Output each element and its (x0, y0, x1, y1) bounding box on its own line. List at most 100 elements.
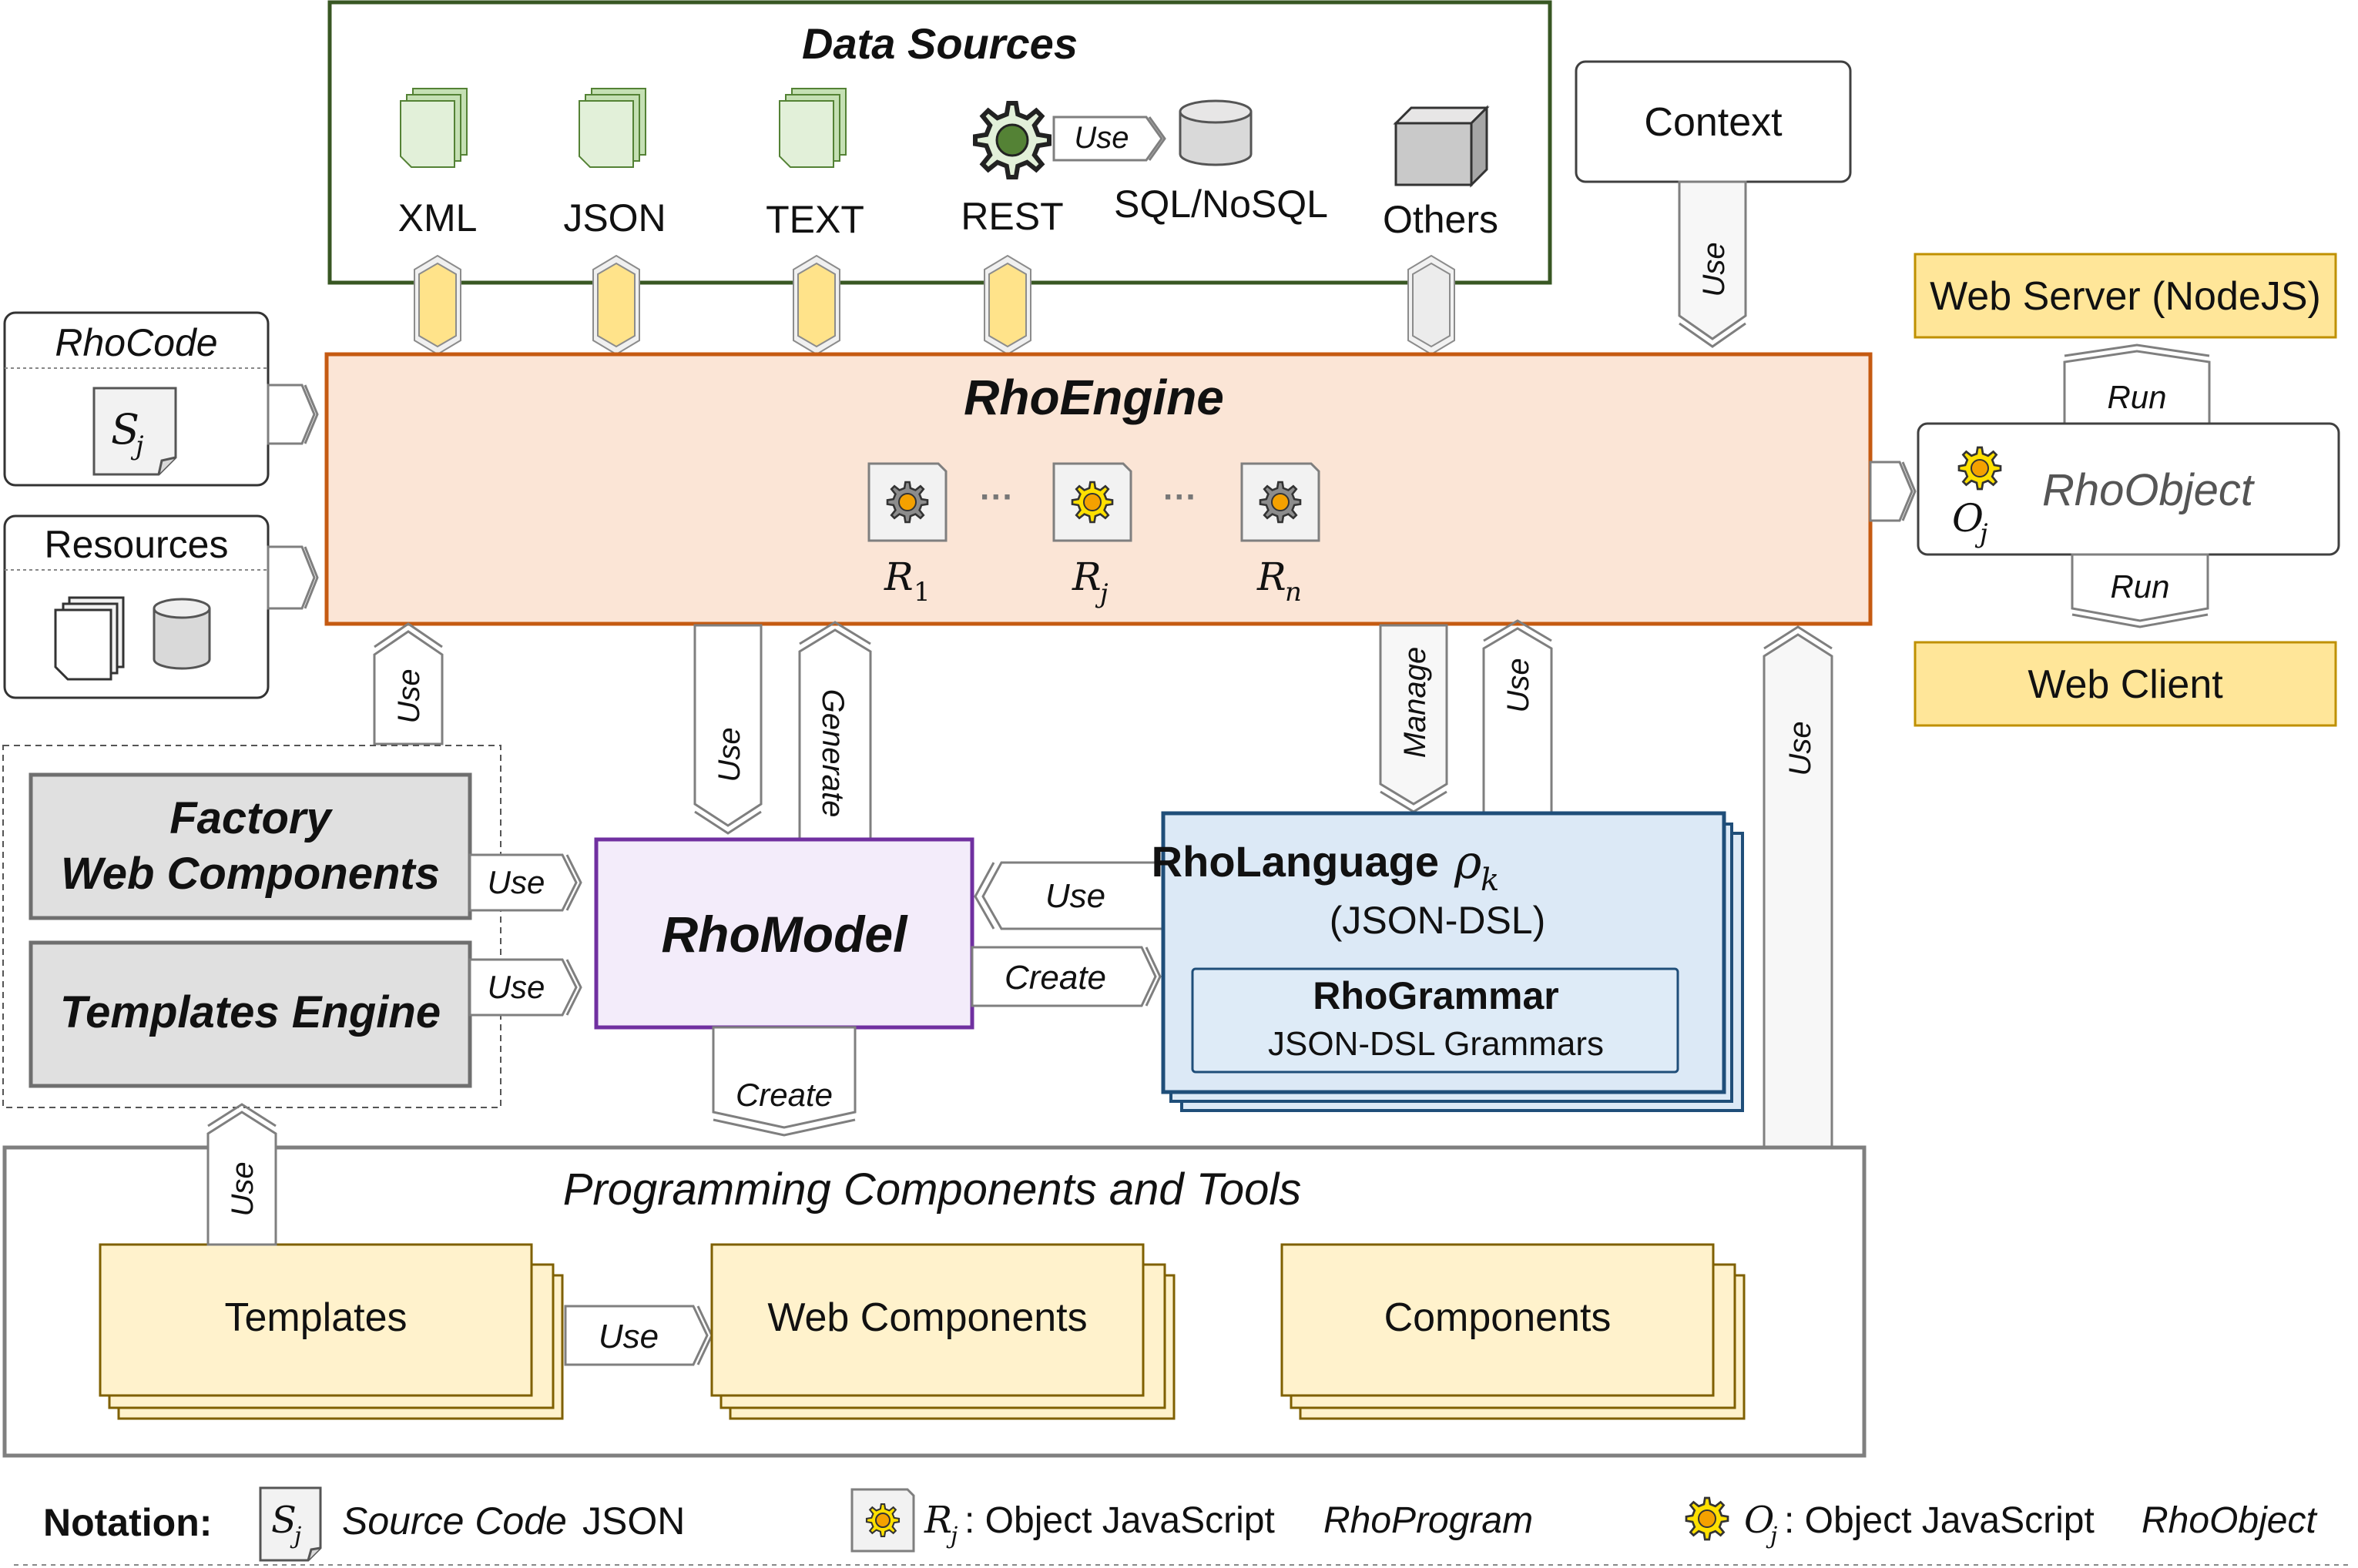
svg-text:Use: Use (1501, 658, 1535, 712)
templates-engine-box: Templates Engine (29, 940, 472, 1088)
rhomodel-box: RhoModel (594, 837, 974, 1030)
cube-icon (1393, 105, 1490, 188)
svg-text:Use: Use (1074, 121, 1129, 155)
svg-text:S: S (111, 405, 139, 454)
svg-text:O: O (1744, 1499, 1774, 1542)
label-rn: R n (1256, 554, 1302, 608)
svg-text:S: S (271, 1499, 297, 1542)
svg-text:Use: Use (1045, 877, 1105, 915)
svg-text:Use: Use (1783, 721, 1817, 776)
source-code-icon: S j (92, 387, 177, 476)
svg-text:RhoCode: RhoCode (55, 321, 217, 364)
ellipsis-2: ··· (1163, 478, 1197, 516)
svg-text:RhoProgram: RhoProgram (1323, 1500, 1533, 1541)
notation-rj-icon (850, 1488, 915, 1553)
connector-others (1407, 254, 1455, 356)
connector-xml (414, 255, 461, 355)
factory-group (2, 745, 501, 1108)
rhomodel-generate-arrow: Generate (798, 621, 872, 841)
source-xml: XML (398, 196, 478, 240)
rhocode-arrow (267, 384, 319, 445)
rhoengine-title: RhoEngine (964, 370, 1224, 425)
svg-text:Source Code: Source Code (342, 1499, 567, 1543)
database-icon (1179, 99, 1253, 166)
source-text: TEXT (766, 198, 864, 241)
rhomodel-title: RhoModel (662, 906, 909, 963)
programming-panel: Programming Components and Tools Templat… (2, 1145, 1867, 1458)
context-box: Context (1575, 60, 1852, 183)
svg-text:Factory: Factory (169, 793, 333, 843)
data-sources-title: Data Sources (802, 19, 1078, 68)
resources-box: Resources (3, 514, 270, 699)
programming-title: Programming Components and Tools (563, 1164, 1302, 1215)
rholanguage-title: RhoLanguage (1152, 837, 1439, 886)
web-server-box: Web Server (NodeJS) (1914, 253, 2337, 339)
tools-engine-use-arrow: Use (1763, 625, 1833, 1149)
svg-text:Use: Use (226, 1161, 260, 1216)
context-use-arrow: Use (1678, 180, 1747, 348)
manage-arrow: Manage (1379, 624, 1448, 813)
run-server-arrow: Run (2063, 343, 2211, 425)
program-r1-icon (867, 462, 948, 542)
web-components-stack: Web Components (710, 1243, 1176, 1420)
svg-text:O: O (1952, 496, 1984, 541)
connector-text (793, 255, 840, 355)
svg-text:Templates Engine: Templates Engine (60, 987, 441, 1037)
templates-engine-use-arrow: Use (468, 958, 582, 1017)
svg-text:ρ: ρ (1454, 836, 1481, 890)
svg-text:(JSON-DSL): (JSON-DSL) (1330, 899, 1546, 942)
factory-use-arrow: Use (468, 853, 582, 912)
svg-text:R: R (924, 1499, 952, 1542)
svg-text:Use: Use (713, 727, 746, 782)
storage-icon (153, 598, 211, 670)
source-sql: SQL/NoSQL (1114, 183, 1328, 226)
svg-text:Use: Use (599, 1318, 659, 1355)
svg-text:Create: Create (736, 1077, 833, 1113)
svg-text:Create: Create (1005, 959, 1106, 997)
web-client-box: Web Client (1914, 641, 2337, 727)
source-rest: REST (961, 195, 1063, 238)
factory-engine-use-arrow: Use (373, 622, 444, 745)
svg-text:Use: Use (488, 969, 545, 1005)
svg-text:Manage: Manage (1398, 647, 1432, 759)
rholanguage-box: RhoLanguage ρ k (JSON-DSL) RhoGrammar JS… (1152, 811, 1744, 1112)
engine-to-object-arrow (1869, 461, 1917, 522)
svg-text:Web Components: Web Components (767, 1295, 1087, 1340)
label-r1: R 1 (884, 554, 931, 608)
svg-text:n: n (1285, 577, 1302, 608)
svg-text:: Object JavaScript: : Object JavaScript (1784, 1500, 2095, 1541)
xml-doc-icon (400, 88, 468, 168)
connector-rest (984, 255, 1031, 355)
svg-text:Web Server (NodeJS): Web Server (NodeJS) (1930, 274, 2321, 319)
templates-stack: Templates (99, 1243, 564, 1420)
svg-text:JSON-DSL Grammars: JSON-DSL Grammars (1268, 1025, 1604, 1063)
documents-icon (54, 596, 125, 681)
rhomodel-use-arrow: Use (693, 624, 763, 835)
connector-json (592, 255, 640, 355)
program-rn-icon (1240, 462, 1320, 542)
language-use-up-arrow: Use (1482, 619, 1553, 816)
svg-text:R: R (1072, 554, 1102, 599)
resources-arrow (267, 545, 319, 610)
svg-text:Templates: Templates (225, 1295, 408, 1340)
svg-text:Run: Run (2107, 379, 2166, 415)
notation-legend: Notation: S j Source Code JSON R j : Obj… (14, 1486, 2350, 1566)
svg-text:RhoObject: RhoObject (2142, 1500, 2317, 1541)
svg-text:JSON: JSON (582, 1499, 685, 1543)
svg-text:Resources: Resources (45, 523, 229, 566)
rest-use-arrow: Use (1052, 116, 1166, 162)
rhocode-box: RhoCode S j (3, 311, 270, 487)
svg-text:RhoObject: RhoObject (2042, 465, 2256, 515)
ellipsis-1: ··· (980, 478, 1014, 516)
components-stack: Components (1280, 1243, 1746, 1420)
svg-text:Run: Run (2110, 568, 2169, 605)
svg-text:Web Client: Web Client (2028, 662, 2223, 707)
templates-webcomponents-use-arrow: Use (564, 1305, 713, 1366)
svg-text:Use: Use (488, 864, 545, 900)
svg-text:Use: Use (1697, 242, 1731, 297)
run-client-arrow: Run (2071, 553, 2209, 628)
notation-oj-gear-icon (1685, 1496, 1729, 1541)
source-json: JSON (563, 196, 666, 240)
rhoengine-box: RhoEngine ··· ··· R 1 R j R n (324, 352, 1873, 626)
svg-text:Use: Use (392, 668, 426, 723)
